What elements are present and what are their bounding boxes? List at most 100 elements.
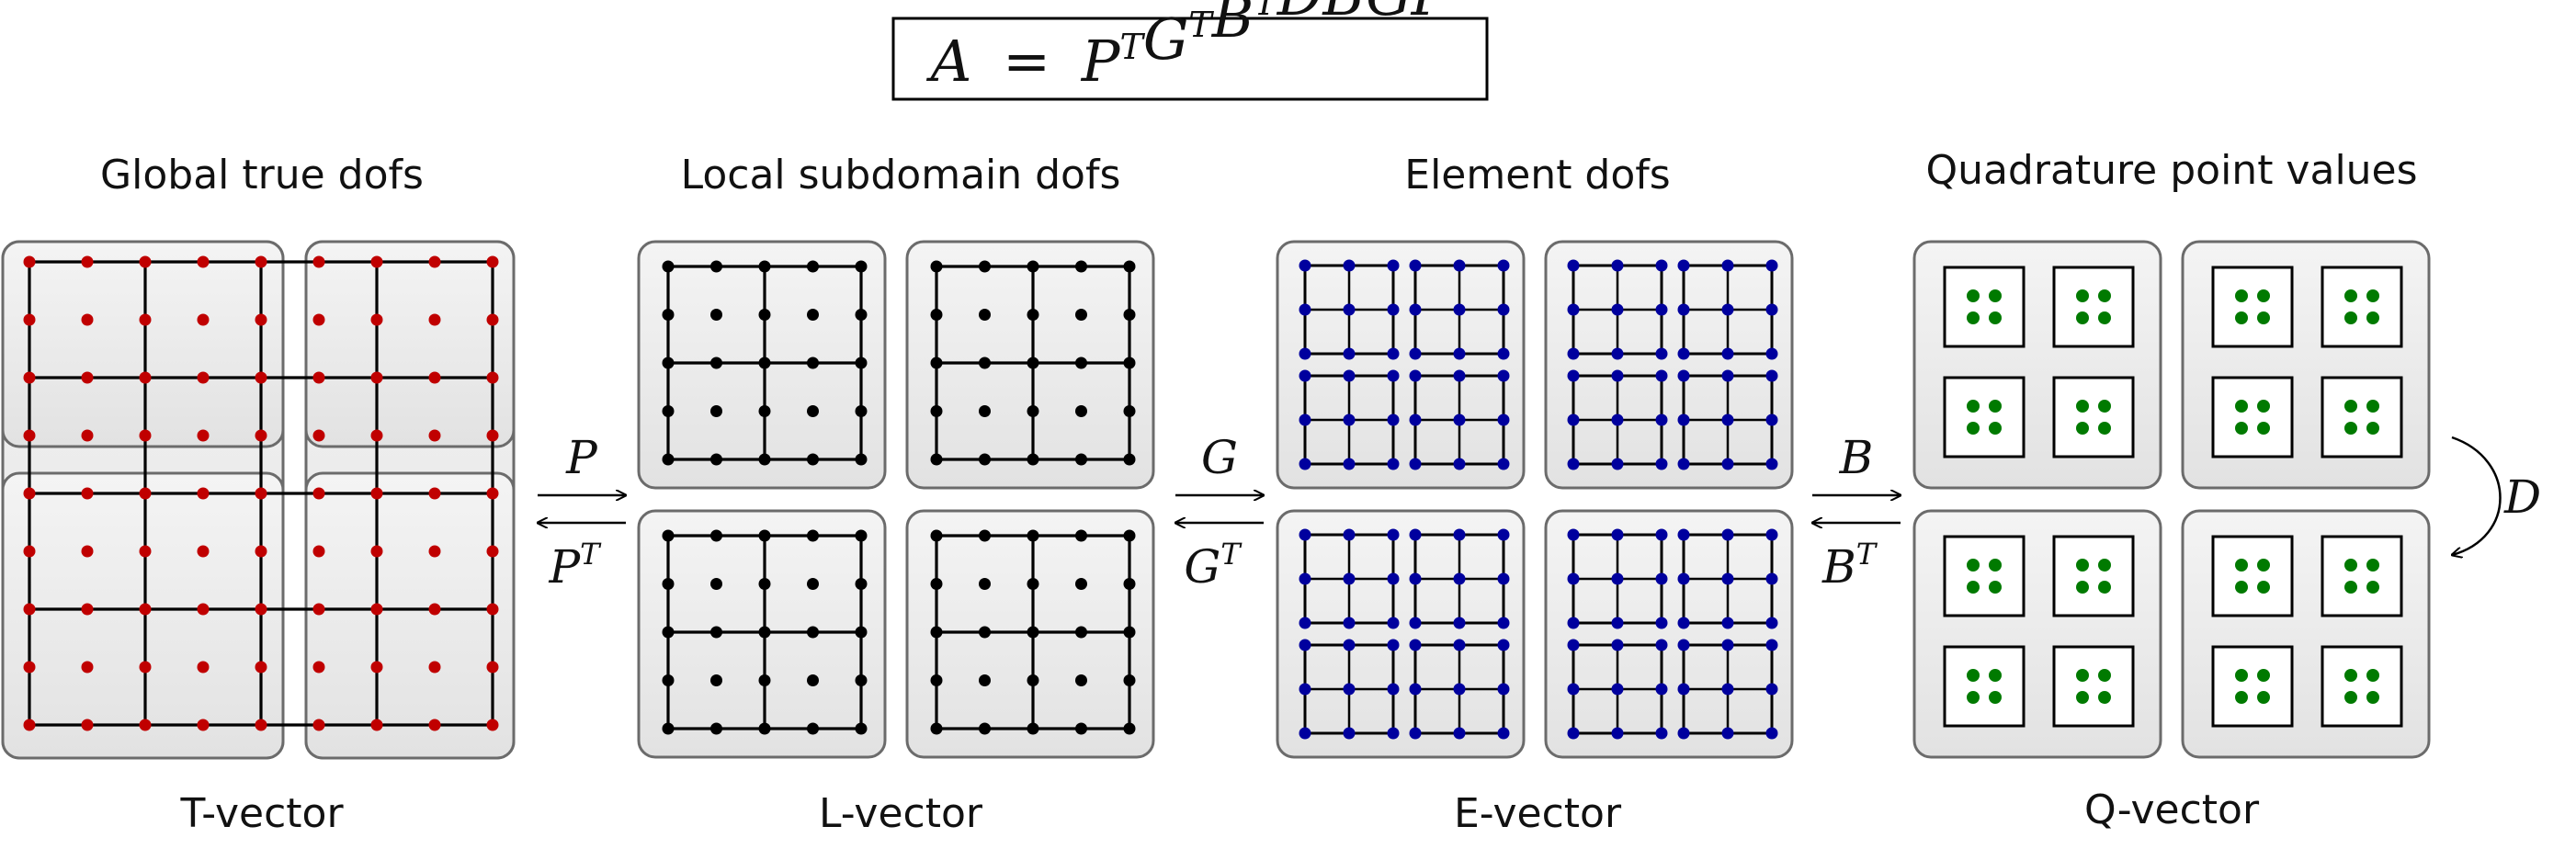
- caption-t-vector: T-vector: [179, 790, 344, 837]
- element: [1409, 369, 1510, 470]
- element-dof-dot: [1611, 727, 1624, 740]
- element-dof-dot: [1721, 303, 1734, 316]
- formula-term-base: G: [1143, 6, 1189, 73]
- caption-e-vector: E-vector: [1454, 790, 1622, 837]
- global-dof-dot: [23, 603, 36, 616]
- global-dof-dot: [370, 371, 383, 384]
- operator-p-backward-sup: T: [580, 537, 602, 572]
- title-q-vector: Quadrature point values: [1925, 147, 2417, 194]
- element-dof-dot: [1387, 617, 1400, 629]
- caption-l-vector: L-vector: [819, 790, 983, 837]
- local-dof-dot: [979, 260, 991, 273]
- element-dof-dot: [1387, 369, 1400, 382]
- element-dof-dot: [1453, 458, 1466, 470]
- operator-p: P PT: [538, 431, 626, 594]
- element-dof-dot: [1721, 369, 1734, 382]
- operator-g: G GT: [1175, 431, 1264, 594]
- quadrature-point-dot: [1989, 581, 2002, 594]
- q-vector-panel: [2181, 509, 2431, 759]
- quadrature-element-box: [1943, 535, 2026, 617]
- element: [1409, 259, 1510, 360]
- global-dof-dot: [370, 661, 383, 674]
- element-dof-dot: [1677, 458, 1690, 470]
- element-dof-dot: [1765, 303, 1778, 316]
- element-dof-dot: [1611, 458, 1624, 470]
- global-dof-dot: [139, 545, 152, 558]
- global-dof-dot: [23, 429, 36, 442]
- quadrature-point-dot: [1967, 559, 1980, 572]
- caption-q-vector: Q-vector: [2084, 787, 2260, 833]
- quadrature-element: [2211, 535, 2294, 617]
- element-dof-dot: [1655, 683, 1668, 696]
- element-dof-dot: [1567, 528, 1580, 541]
- local-dof-dot: [930, 674, 943, 686]
- global-dof-dot: [486, 255, 499, 268]
- e-vector-panel: [1276, 509, 1526, 759]
- quadrature-element-box: [1943, 645, 2026, 728]
- element-dof-dot: [1765, 683, 1778, 696]
- quadrature-point-dot: [2235, 311, 2248, 324]
- global-dof-dot: [23, 371, 36, 384]
- element-dof-dot: [1721, 347, 1734, 360]
- formula-term-sup: T: [1188, 5, 1214, 45]
- q-vector-panel: [2181, 240, 2431, 490]
- global-dof-dot: [428, 255, 441, 268]
- local-dof-dot: [662, 626, 675, 639]
- quadrature-point-dot: [2257, 669, 2270, 682]
- quadrature-element: [1943, 645, 2026, 728]
- operator-b-forward-label: B: [1839, 431, 1874, 484]
- element-dof-dot: [1299, 528, 1311, 541]
- formula-term-base: D: [1277, 0, 1323, 28]
- element-dof-dot: [1567, 617, 1580, 629]
- e-vector-panel: [1544, 509, 1794, 759]
- global-dof-dot: [23, 255, 36, 268]
- element-dof-dot: [1409, 303, 1422, 316]
- local-dof-dot: [979, 405, 991, 417]
- element-dof-dot: [1409, 617, 1422, 629]
- local-dof-dot: [979, 357, 991, 369]
- subdomain-top-right: [304, 240, 516, 448]
- element-dof-dot: [1655, 413, 1668, 426]
- element-dof-dot: [1721, 572, 1734, 585]
- element-dof-dot: [1765, 347, 1778, 360]
- global-dof-dot: [486, 719, 499, 731]
- element-dof-dot: [1611, 259, 1624, 272]
- quadrature-point-dot: [1967, 669, 1980, 682]
- quadrature-element: [2321, 535, 2403, 617]
- element-dof-dot: [1343, 617, 1356, 629]
- quadrature-point-dot: [2098, 400, 2111, 413]
- local-dof-dot: [1027, 405, 1039, 417]
- local-dof-dot: [855, 453, 868, 466]
- quadrature-element-box: [2052, 645, 2135, 728]
- element-dof-dot: [1343, 572, 1356, 585]
- subdomain-bottom-left: [1, 471, 285, 760]
- quadrature-point-dot: [2366, 691, 2379, 704]
- local-dof-dot: [1123, 529, 1136, 542]
- local-dof-dot: [807, 578, 819, 590]
- formula-frame: [891, 17, 1489, 101]
- global-dof-dot: [428, 429, 441, 442]
- quadrature-point-dot: [2366, 289, 2379, 302]
- local-dof-dot: [1027, 626, 1039, 639]
- element-dof-dot: [1655, 259, 1668, 272]
- local-dof-dot: [807, 626, 819, 639]
- quadrature-point-dot: [2076, 581, 2089, 594]
- local-dof-dot: [979, 453, 991, 466]
- local-dof-dot: [979, 529, 991, 542]
- element-dof-dot: [1677, 617, 1690, 629]
- local-dof-dot: [662, 578, 675, 590]
- element-dof-dot: [1453, 572, 1466, 585]
- element-dof-dot: [1299, 572, 1311, 585]
- element-dof-dot: [1655, 727, 1668, 740]
- element-dof-dot: [1299, 727, 1311, 740]
- quadrature-point-dot: [2344, 559, 2357, 572]
- quadrature-point-dot: [2076, 422, 2089, 435]
- quadrature-point-dot: [1989, 400, 2002, 413]
- formula-equals: =: [1003, 28, 1050, 95]
- local-dof-dot: [758, 626, 771, 639]
- element-dof-dot: [1387, 639, 1400, 651]
- element-dof-dot: [1655, 617, 1668, 629]
- global-dof-dot: [312, 313, 325, 326]
- global-dof-dot: [428, 313, 441, 326]
- global-dof-dot: [255, 371, 267, 384]
